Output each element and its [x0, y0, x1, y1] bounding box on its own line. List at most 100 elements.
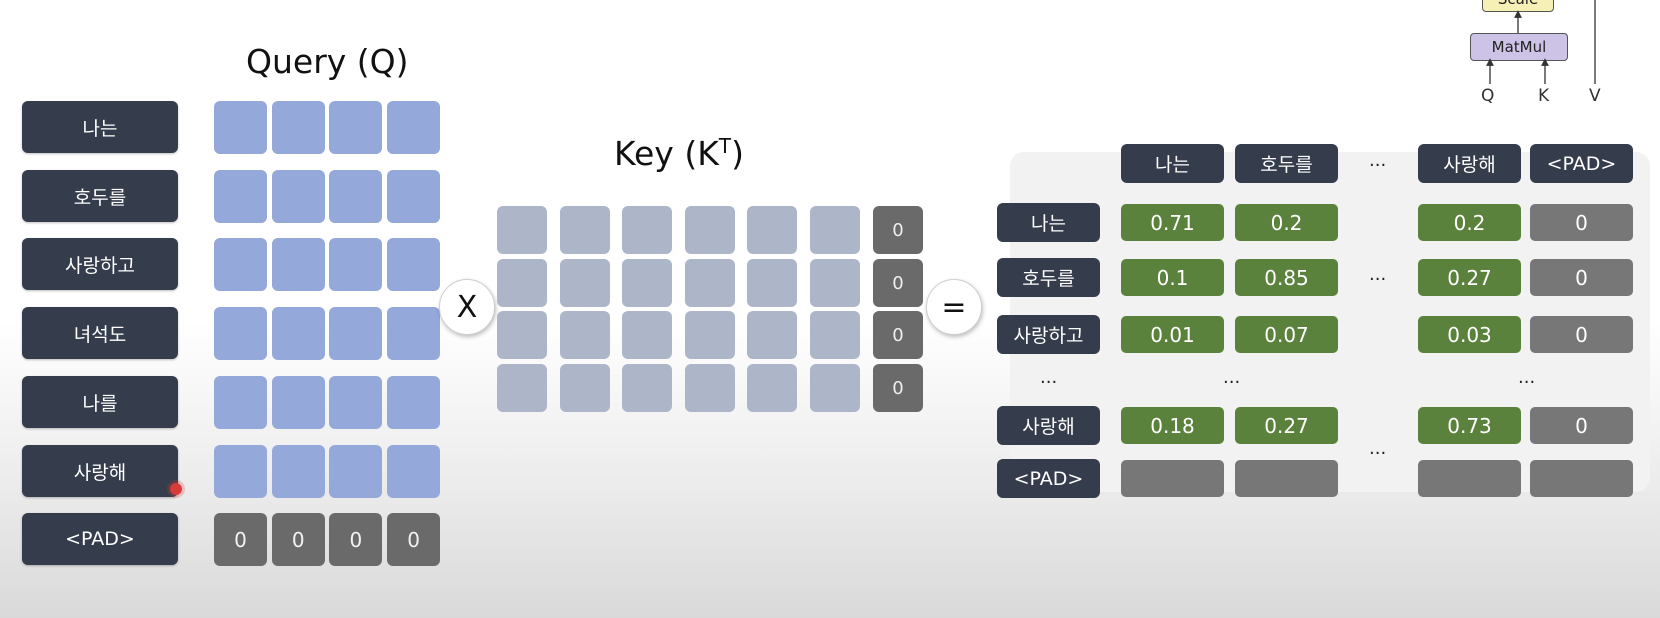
key-title-close: ): [731, 134, 744, 173]
query-pad-cell: 0: [214, 513, 267, 566]
query-cell: [387, 376, 441, 429]
query-row-label: <PAD>: [22, 513, 178, 565]
key-cell: [747, 206, 797, 254]
result-value-cell: 0.71: [1121, 204, 1224, 241]
key-cell: [810, 364, 860, 412]
query-cell: [271, 376, 325, 429]
query-cell: [214, 445, 267, 498]
result-pad-cell: [1121, 460, 1224, 497]
key-cell: [810, 206, 860, 254]
key-pad-cell: 0: [873, 364, 923, 412]
key-title-text: Key (K: [614, 134, 719, 173]
query-cell: [271, 170, 325, 223]
query-pad-cell: 0: [329, 513, 383, 566]
result-pad-cell: [1235, 460, 1338, 497]
query-cell: [214, 101, 267, 154]
result-col-header: 호두를: [1235, 144, 1338, 183]
mini-diagram-arrows: [1486, 0, 1596, 84]
query-cell: [387, 445, 441, 498]
key-cell: [810, 259, 860, 307]
query-row-label: 나는: [22, 101, 178, 153]
mini-input-k: K: [1538, 86, 1550, 106]
key-cell: [560, 259, 610, 307]
query-pad-cell: 0: [387, 513, 441, 566]
result-col-header: 나는: [1121, 144, 1224, 183]
key-cell: [622, 364, 672, 412]
result-pad-cell: 0: [1530, 407, 1633, 444]
cursor-marker: [170, 483, 182, 495]
result-ellipsis: ...: [1518, 367, 1536, 388]
result-ellipsis: ...: [1369, 264, 1387, 285]
result-pad-cell: [1530, 460, 1633, 497]
query-cell: [271, 445, 325, 498]
result-pad-cell: [1418, 460, 1521, 497]
query-cell: [329, 101, 383, 154]
query-row-label: 나를: [22, 376, 178, 428]
query-cell: [387, 307, 441, 360]
query-cell: [271, 238, 325, 291]
result-row-label: 호두를: [997, 258, 1100, 297]
query-row-label: 녀석도: [22, 307, 178, 359]
key-cell: [810, 311, 860, 359]
key-cell: [497, 311, 547, 359]
result-col-ellipsis: ...: [1369, 150, 1387, 171]
equals-operator: =: [926, 279, 982, 335]
result-value-cell: 0.03: [1418, 316, 1521, 353]
query-cell: [387, 101, 441, 154]
key-cell: [747, 364, 797, 412]
result-pad-cell: 0: [1530, 204, 1633, 241]
query-title: Query (Q): [246, 42, 409, 81]
key-cell: [685, 311, 735, 359]
query-cell: [329, 170, 383, 223]
result-value-cell: 0.85: [1235, 259, 1338, 296]
key-pad-cell: 0: [873, 311, 923, 359]
result-col-header: <PAD>: [1530, 144, 1633, 183]
query-cell: [271, 101, 325, 154]
result-value-cell: 0.27: [1235, 407, 1338, 444]
result-value-cell: 0.2: [1235, 204, 1338, 241]
query-pad-cell: 0: [271, 513, 325, 566]
key-cell: [685, 364, 735, 412]
result-row-label: 사랑해: [997, 406, 1100, 445]
query-cell: [214, 170, 267, 223]
result-value-cell: 0.01: [1121, 316, 1224, 353]
key-cell: [560, 311, 610, 359]
result-value-cell: 0.07: [1235, 316, 1338, 353]
key-cell: [685, 259, 735, 307]
query-cell: [387, 170, 441, 223]
result-col-header: 사랑해: [1418, 144, 1521, 183]
key-cell: [497, 259, 547, 307]
query-row-label: 호두를: [22, 170, 178, 222]
key-cell: [747, 311, 797, 359]
key-title: Key (KT): [614, 134, 744, 173]
result-value-cell: 0.2: [1418, 204, 1521, 241]
query-cell: [329, 376, 383, 429]
query-row-label: 사랑해: [22, 445, 178, 497]
key-cell: [685, 206, 735, 254]
query-cell: [329, 445, 383, 498]
key-cell: [497, 206, 547, 254]
key-cell: [622, 259, 672, 307]
query-cell: [214, 376, 267, 429]
result-ellipsis: ...: [1369, 438, 1387, 459]
result-row-label: 나는: [997, 203, 1100, 242]
result-row-label: <PAD>: [997, 459, 1100, 498]
query-cell: [214, 238, 267, 291]
query-cell: [271, 307, 325, 360]
result-pad-cell: 0: [1530, 259, 1633, 296]
mini-input-v: V: [1589, 86, 1601, 106]
query-cell: [329, 238, 383, 291]
key-cell: [497, 364, 547, 412]
query-row-label: 사랑하고: [22, 238, 178, 290]
key-cell: [747, 259, 797, 307]
multiply-operator: X: [439, 279, 495, 335]
result-value-cell: 0.27: [1418, 259, 1521, 296]
result-value-cell: 0.73: [1418, 407, 1521, 444]
result-value-cell: 0.1: [1121, 259, 1224, 296]
matmul-box: MatMul: [1470, 33, 1568, 61]
key-cell: [622, 311, 672, 359]
key-pad-cell: 0: [873, 259, 923, 307]
query-cell: [214, 307, 267, 360]
key-pad-cell: 0: [873, 206, 923, 254]
query-cell: [387, 238, 441, 291]
